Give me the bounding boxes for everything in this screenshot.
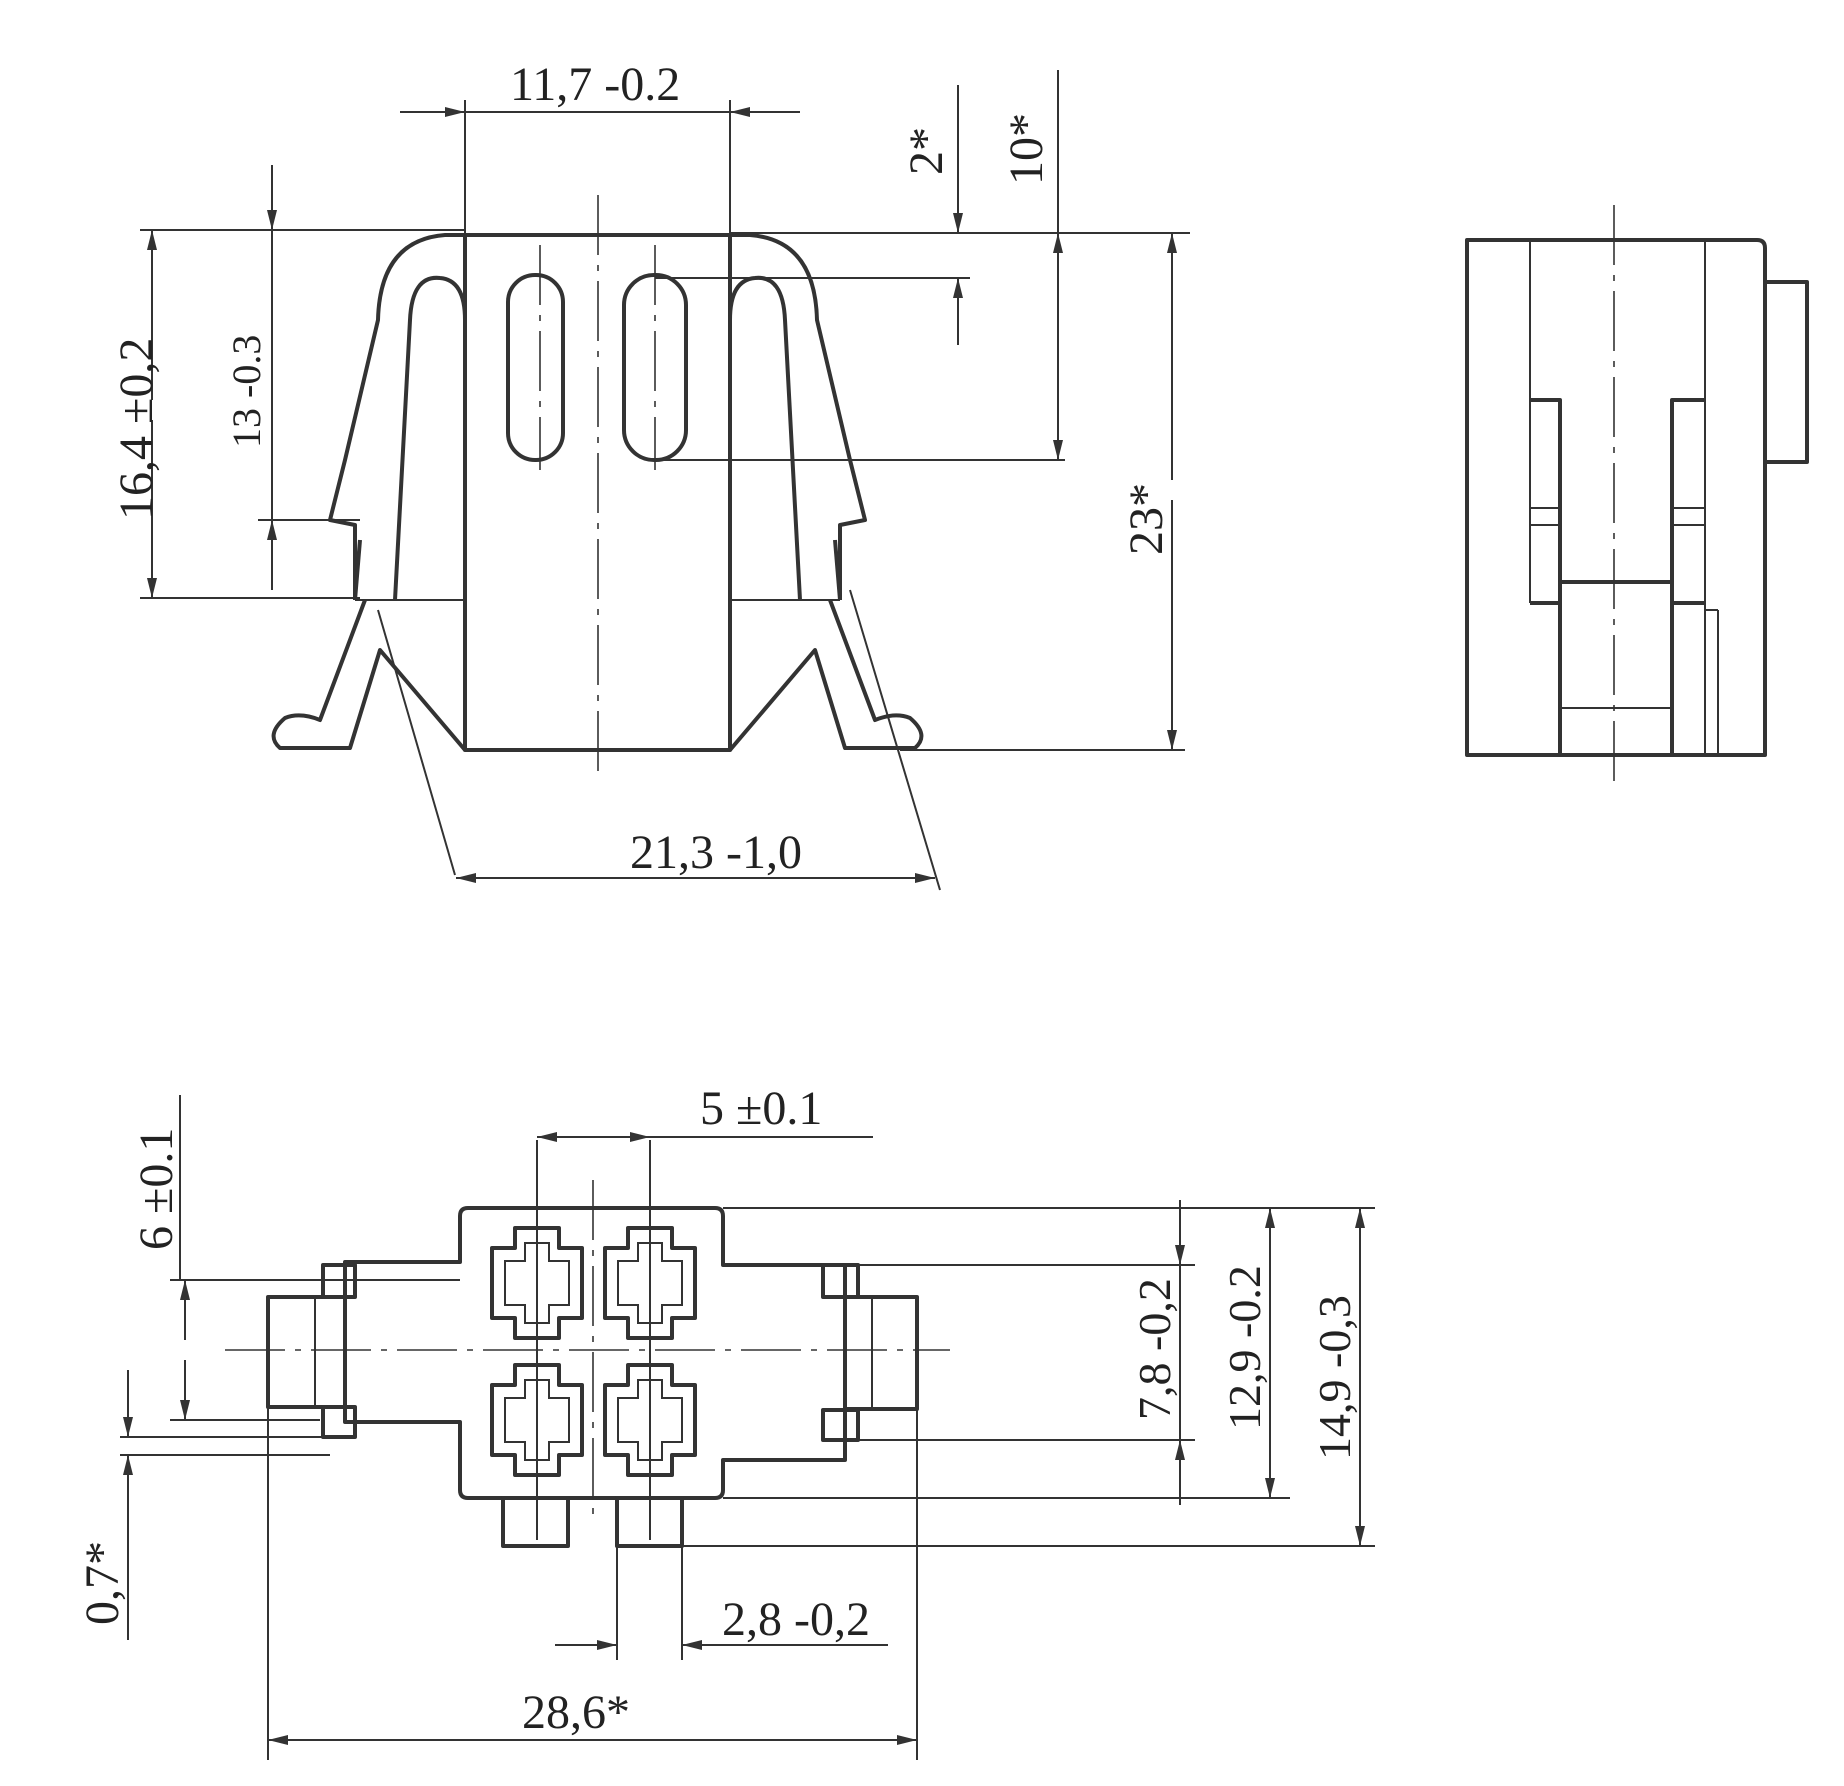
side-inner-box	[1558, 580, 1674, 757]
dim-23: 23*	[1120, 483, 1173, 555]
dim-7-8: 7,8 -0,2	[1129, 1278, 1180, 1420]
front-view-dimensions: 11,7 -0.2 2* 10* 23* 16,4 ±0,2 13 -0.3	[110, 58, 1190, 891]
dim-11-7: 11,7 -0.2	[510, 58, 680, 111]
dim-2-8: 2,8 -0,2	[722, 1593, 870, 1646]
bottom-view-dimensions: 5 ±0.1 7,8 -0,2 12,9 -0.2 14,9 -0,3 6 ±0…	[76, 1082, 1375, 1760]
contact-cavity-3	[490, 1363, 584, 1477]
side-outline	[1465, 238, 1767, 757]
front-slot-left	[506, 273, 565, 462]
dim-14-9: 14,9 -0,3	[1309, 1295, 1360, 1460]
dim-13: 13 -0.3	[224, 335, 269, 448]
front-left-latch	[271, 599, 467, 752]
front-left-arm	[393, 275, 467, 601]
bottom-main-block	[343, 1206, 847, 1500]
dim-2: 2*	[900, 127, 953, 175]
contact-cavity-2	[603, 1226, 697, 1340]
contact-cavity-1	[490, 1226, 584, 1340]
front-right-latch	[728, 599, 924, 752]
front-view	[271, 195, 924, 780]
dim-10: 10*	[1000, 113, 1053, 185]
dim-5: 5 ±0.1	[700, 1082, 822, 1135]
dim-21-3: 21,3 -1,0	[630, 826, 802, 879]
dim-28-6: 28,6*	[522, 1686, 630, 1739]
side-tab	[1763, 280, 1809, 464]
dim-0-7: 0,7*	[76, 1541, 129, 1625]
dim-12-9: 12,9 -0.2	[1219, 1265, 1270, 1430]
front-cap-outline	[328, 233, 465, 600]
front-right-arm	[728, 275, 802, 601]
contact-cavity-4	[603, 1363, 697, 1477]
dim-16-4: 16,4 ±0,2	[110, 338, 163, 520]
bottom-pin-left	[501, 1496, 570, 1548]
dim-6: 6 ±0.1	[130, 1128, 183, 1250]
side-view	[1465, 205, 1809, 785]
bottom-view	[225, 1140, 950, 1548]
